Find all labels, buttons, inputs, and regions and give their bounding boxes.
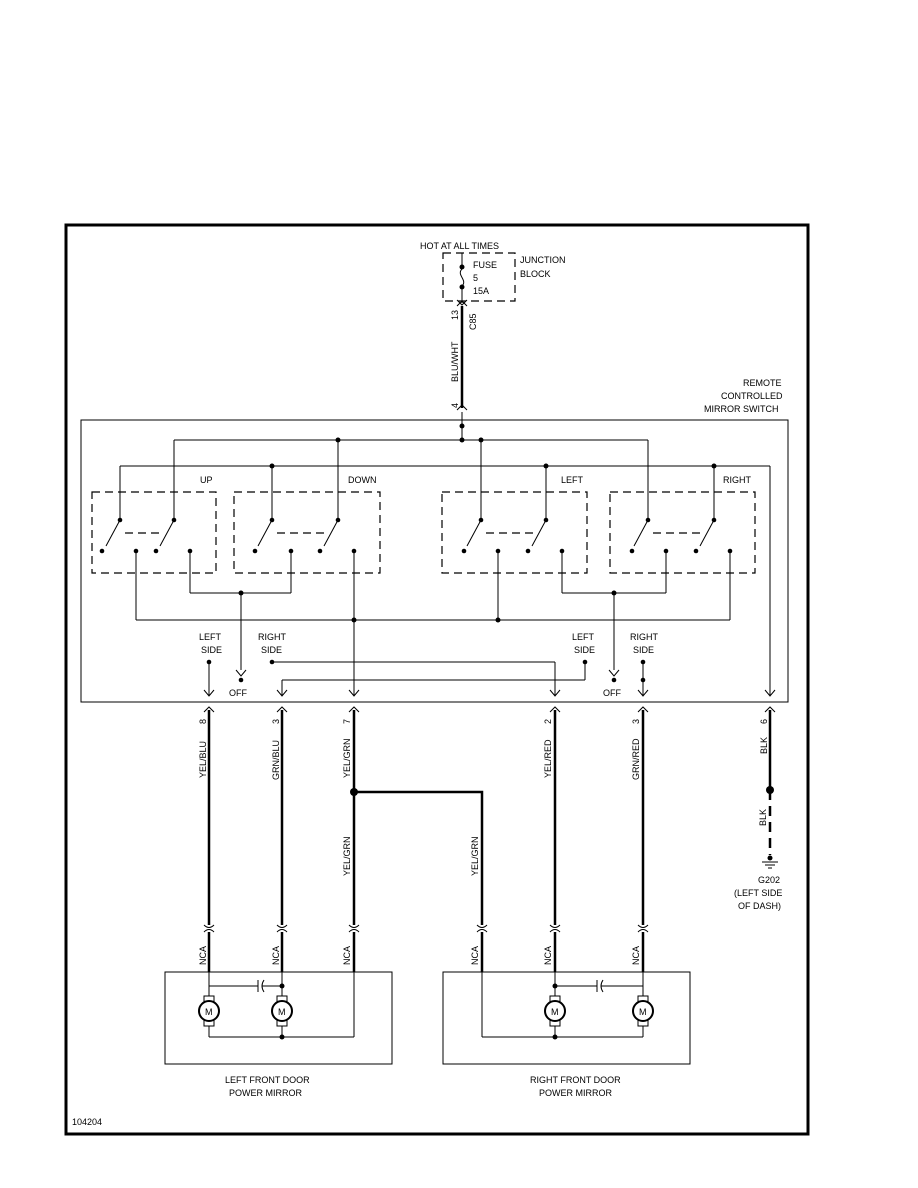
ground-id: G202 <box>758 875 780 885</box>
wire-label-6: BLK <box>759 737 769 754</box>
off-label-left: OFF <box>229 688 247 698</box>
right-side-label-1: RIGHT <box>258 632 287 642</box>
left-side-label-2: SIDE <box>201 645 222 655</box>
fuse-amp: 15A <box>473 286 489 296</box>
right-mirror-label-1: RIGHT FRONT DOOR <box>530 1075 621 1085</box>
switch-up-group <box>91 491 217 574</box>
fuse-icon <box>459 268 465 287</box>
pin-13-label: 13 <box>450 310 460 320</box>
left-mirror-label-1: LEFT FRONT DOOR <box>225 1075 310 1085</box>
ground-wire-label: BLK <box>758 809 768 826</box>
switch-title-3: MIRROR SWITCH <box>704 404 779 414</box>
nca-connectors <box>203 924 649 933</box>
ground-icon <box>762 855 778 869</box>
pin-4-label: 4 <box>450 403 460 408</box>
motor-label-4: M <box>639 1007 647 1017</box>
switch-up-label: UP <box>200 475 213 485</box>
fuse-number: 5 <box>473 273 478 283</box>
right-side-label-2: SIDE <box>261 645 282 655</box>
right-mirror-label-2: POWER MIRROR <box>539 1088 612 1098</box>
wire-label-2: GRN/BLU <box>271 740 281 780</box>
hot-label: HOT AT ALL TIMES <box>420 241 499 251</box>
junction-label: JUNCTION <box>520 255 566 265</box>
nca-label-5: NCA <box>543 946 553 965</box>
switch-pin-4-icon <box>456 404 468 411</box>
nca-label-1: NCA <box>198 946 208 965</box>
motor-label-3: M <box>551 1007 559 1017</box>
fuse-terminal-bottom <box>459 284 465 290</box>
switch-internal-wiring <box>135 466 776 697</box>
wire-label-4: YEL/RED <box>543 739 553 778</box>
ground-location-2: OF DASH) <box>738 901 781 911</box>
wire-label-1: YEL/BLU <box>198 741 208 778</box>
pin-label-2: 3 <box>271 719 281 724</box>
left-mirror-box <box>164 971 393 1065</box>
pin-label-4: 2 <box>543 719 553 724</box>
right-side-label-4: SIDE <box>633 645 654 655</box>
connector-c85-icon <box>456 299 468 306</box>
left-mirror-label-2: POWER MIRROR <box>229 1088 302 1098</box>
off-label-right: OFF <box>603 688 621 698</box>
nca-label-6: NCA <box>631 946 641 965</box>
switch-right-label: RIGHT <box>723 475 752 485</box>
left-side-label-1: LEFT <box>199 632 222 642</box>
right-mirror-motor-1-icon <box>544 995 566 1027</box>
fuse-terminal-top <box>459 264 465 270</box>
nca-label-4: NCA <box>470 946 480 965</box>
diagram-id: 104204 <box>72 1117 102 1127</box>
switch-down-group <box>233 491 381 574</box>
connector-c85-label: C85 <box>468 313 478 330</box>
wire-label-3: YEL/GRN <box>342 738 352 778</box>
motor-label-1: M <box>205 1007 213 1017</box>
wire-label-5: GRN/RED <box>631 738 641 780</box>
left-side-label-4: SIDE <box>574 645 595 655</box>
right-mirror-box <box>442 971 691 1065</box>
right-mirror-wiring <box>481 972 644 1040</box>
nca-label-3: NCA <box>342 946 352 965</box>
left-mirror-motor-2-icon <box>271 995 293 1027</box>
nca-label-2: NCA <box>271 946 281 965</box>
wire-yel-grn-branch <box>354 790 484 925</box>
left-mirror-wiring <box>208 972 355 1040</box>
fuse-label: FUSE <box>473 260 497 270</box>
splice-wire-label-2: YEL/GRN <box>470 836 480 876</box>
ground-location-1: (LEFT SIDE <box>734 888 782 898</box>
output-connectors <box>203 706 776 713</box>
pin-label-1: 8 <box>198 719 208 724</box>
wire-blu-wht-label: BLU/WHT <box>450 341 460 382</box>
pin-label-5: 3 <box>631 719 641 724</box>
diagram-frame <box>64 223 810 1136</box>
junction-block-outline <box>442 252 516 302</box>
left-mirror-motor-1-icon <box>198 995 220 1027</box>
switch-left-label: LEFT <box>561 475 584 485</box>
motor-label-2: M <box>278 1007 286 1017</box>
switch-contacts <box>99 517 733 554</box>
right-mirror-motor-2-icon <box>632 995 654 1027</box>
pin-label-3: 7 <box>342 719 352 724</box>
block-label: BLOCK <box>520 269 551 279</box>
switch-right-group <box>609 491 756 574</box>
switch-title-1: REMOTE <box>743 378 782 388</box>
left-side-label-3: LEFT <box>572 632 595 642</box>
right-side-label-3: RIGHT <box>630 632 659 642</box>
switch-down-label: DOWN <box>348 475 377 485</box>
splice-wire-label-1: YEL/GRN <box>342 836 352 876</box>
mirror-switch-box <box>80 419 789 703</box>
switch-title-2: CONTROLLED <box>721 391 783 401</box>
pin-label-6: 6 <box>759 719 769 724</box>
switch-left-group <box>441 491 588 574</box>
